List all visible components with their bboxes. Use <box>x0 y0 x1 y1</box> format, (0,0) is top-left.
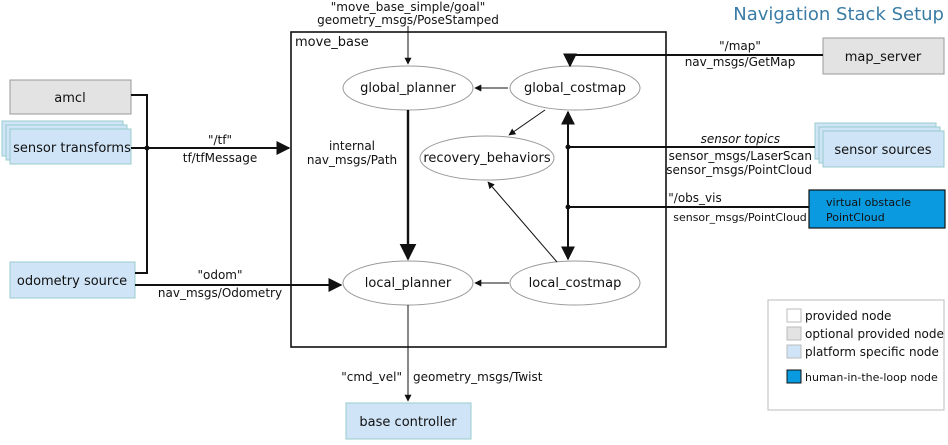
global-costmap-node[interactable]: global_costmap <box>509 65 641 111</box>
sensor-topics-label: sensor topics <box>701 132 780 146</box>
local-costmap-label: local_costmap <box>529 276 622 291</box>
legend-label-optional: optional provided node <box>805 327 944 341</box>
virtual-obstacle-node[interactable]: virtual obstacle PointCloud <box>808 189 946 229</box>
local-costmap-to-recovery-edge <box>487 181 558 263</box>
virtual-obstacle-label-2: PointCloud <box>826 211 885 224</box>
legend: provided node optional provided node pla… <box>767 299 945 411</box>
goal-topic-label: "move_base_simple/goal" <box>331 0 485 14</box>
recovery-behaviors-node[interactable]: recovery_behaviors <box>419 135 555 181</box>
odometry-source-node[interactable]: odometry source <box>9 261 136 299</box>
laserscan-label: sensor_msgs/LaserScan <box>669 149 812 163</box>
cmd-vel-topic-label: "cmd_vel" <box>341 370 402 384</box>
local-costmap-node[interactable]: local_costmap <box>509 260 641 306</box>
global-costmap-to-recovery-edge <box>508 109 546 136</box>
local-planner-node[interactable]: local_planner <box>342 260 474 306</box>
amcl-node[interactable]: amcl <box>9 79 132 115</box>
global-costmap-label: global_costmap <box>524 81 626 96</box>
odom-type-label: nav_msgs/Odometry <box>158 286 282 300</box>
legend-swatch-optional <box>786 326 802 341</box>
legend-swatch-platform <box>786 344 802 359</box>
legend-label-human: human-in-the-loop node <box>805 371 938 384</box>
obs-vis-topic-label: "/obs_vis <box>668 191 721 205</box>
map-type-label: nav_msgs/GetMap <box>685 55 796 69</box>
internal-label-2: nav_msgs/Path <box>307 153 397 167</box>
diagram-title: Navigation Stack Setup <box>733 4 944 25</box>
obs-vis-type-label: sensor_msgs/PointCloud <box>673 211 807 224</box>
goal-type-label: geometry_msgs/PoseStamped <box>317 13 499 27</box>
odometry-source-label: odometry source <box>17 274 127 289</box>
global-planner-node[interactable]: global_planner <box>342 65 474 111</box>
base-controller-node[interactable]: base controller <box>345 402 472 440</box>
sensor-sources-label: sensor sources <box>834 143 931 158</box>
amcl-label: amcl <box>54 91 85 106</box>
pointcloud-label: sensor_msgs/PointCloud <box>666 163 812 177</box>
recovery-behaviors-label: recovery_behaviors <box>423 151 550 166</box>
base-controller-label: base controller <box>359 415 457 430</box>
legend-swatch-human <box>786 369 802 384</box>
global-planner-label: global_planner <box>360 81 456 96</box>
map-server-label: map_server <box>845 50 922 65</box>
move-base-label: move_base <box>295 35 369 50</box>
left-bus <box>131 94 148 274</box>
odom-topic-label: "odom" <box>197 268 242 282</box>
cmd-vel-type-label: geometry_msgs/Twist <box>413 370 543 384</box>
sensor-sources-node[interactable]: sensor sources <box>814 122 945 168</box>
internal-label-1: internal <box>329 139 375 153</box>
map-topic-label: "/map" <box>719 39 761 53</box>
map-edge <box>563 53 823 68</box>
legend-label-platform: platform specific node <box>805 345 939 359</box>
tf-type-label: tf/tfMessage <box>183 151 258 165</box>
legend-swatch-provided <box>786 308 802 323</box>
map-server-node[interactable]: map_server <box>822 37 945 75</box>
sensor-transforms-label: sensor transforms <box>13 141 131 156</box>
local-planner-label: local_planner <box>365 276 452 291</box>
sensor-transforms-node[interactable]: sensor transforms <box>1 120 132 165</box>
tf-topic-label: "/tf" <box>208 133 232 147</box>
legend-label-provided: provided node <box>805 309 891 323</box>
virtual-obstacle-label-1: virtual obstacle <box>826 196 911 209</box>
move-base-container <box>290 31 667 348</box>
